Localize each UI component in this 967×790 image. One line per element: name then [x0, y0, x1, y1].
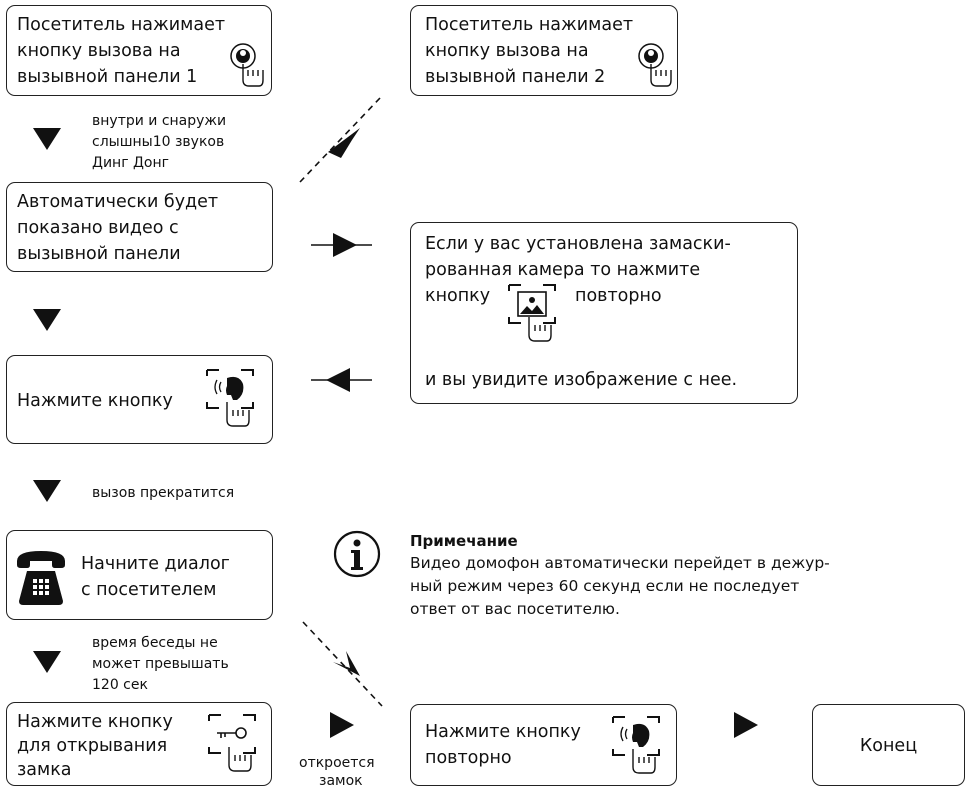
panel1-line1: Посетитель нажимает: [17, 15, 226, 35]
call-button-hand-icon: [638, 43, 672, 87]
auto-video-line2: показано видео с: [17, 218, 179, 238]
hidden-camera-line2: рованная камера то нажмите: [425, 260, 701, 280]
press-button-box: Нажмите кнопку: [6, 355, 273, 444]
step3-label-line3: 120 сек: [92, 677, 148, 693]
hidden-camera-button-prefix: кнопку: [425, 286, 491, 306]
talk-button-icon: [612, 716, 660, 774]
info-icon: [333, 530, 381, 578]
down-arrow-3: [33, 480, 61, 502]
telephone-icon: [17, 551, 65, 605]
panel1-line3: вызывной панели 1: [17, 67, 198, 87]
unlock-box: Нажмите кнопку для открывания замка: [6, 702, 272, 786]
hidden-camera-box: Если у вас установлена замаски- рованная…: [410, 222, 798, 404]
dialog-box: Начните диалог с посетителем: [6, 530, 273, 620]
auto-video-line3: вызывной панели: [17, 244, 181, 264]
dialog-line1: Начните диалог: [81, 554, 230, 574]
down-arrow-4: [33, 651, 61, 673]
panel1-line2: кнопку вызова на: [17, 41, 181, 61]
talk-button-icon: [206, 369, 254, 427]
press-button-label: Нажмите кнопку: [17, 391, 173, 411]
press-again-line2: повторно: [425, 748, 512, 768]
auto-video-line1: Автоматически будет: [17, 192, 219, 212]
unlock-line3: замка: [17, 760, 72, 780]
down-arrow-1: [33, 128, 61, 150]
hidden-camera-last-line: и вы увидите изображение с нее.: [425, 370, 738, 390]
panel2-line2: кнопку вызова на: [425, 41, 589, 61]
step2-label: вызов прекратится: [92, 485, 235, 501]
note-title: Примечание: [410, 532, 518, 550]
press-again-line1: Нажмите кнопку: [425, 722, 581, 742]
step1-label-line2: слышны10 звуков: [92, 134, 225, 150]
step1-label-line1: внутри и снаружи: [92, 113, 227, 129]
panel1-box: Посетитель нажимает кнопку вызова на выз…: [6, 5, 272, 96]
monitor-image-button-icon: [508, 284, 556, 342]
press-again-box: Нажмите кнопку повторно: [410, 704, 677, 786]
step1-label-line3: Динг Донг: [92, 155, 170, 171]
dashed-arrowhead-unlock: [333, 651, 360, 676]
unlock-line2: для открывания: [17, 736, 168, 756]
panel2-box: Посетитель нажимает кнопку вызова на выз…: [410, 5, 678, 96]
note-line1: Видео домофон автоматически перейдет в д…: [410, 554, 830, 572]
connector-to-camera-arrow: [333, 233, 357, 257]
end-box: Конец: [812, 704, 965, 786]
dashed-connector-unlock: [302, 621, 383, 707]
unlock-line1: Нажмите кнопку: [17, 712, 173, 732]
dialog-line2: с посетителем: [81, 580, 217, 600]
end-label: Конец: [859, 736, 918, 756]
auto-video-box: Автоматически будет показано видео с выз…: [6, 182, 273, 272]
step3-label-line1: время беседы не: [92, 635, 218, 651]
connector-from-camera-arrow: [326, 368, 350, 392]
hidden-camera-line1: Если у вас установлена замаски-: [425, 234, 731, 254]
right-arrow-1: [330, 712, 354, 738]
down-arrow-2: [33, 309, 61, 331]
key-button-icon: [208, 714, 256, 772]
note-line3: ответ от вас посетителю.: [410, 600, 620, 618]
unlock-label-line1: откроется: [299, 755, 375, 771]
dashed-arrowhead-panel2: [328, 128, 360, 158]
panel2-line3: вызывной панели 2: [425, 67, 606, 87]
step3-label-line2: может превышать: [92, 656, 229, 672]
panel2-line1: Посетитель нажимает: [425, 15, 634, 35]
right-arrow-2: [734, 712, 758, 738]
call-button-hand-icon: [230, 43, 264, 87]
note-line2: ный режим через 60 секунд если не послед…: [410, 577, 800, 595]
dashed-connector-panel2: [299, 97, 381, 183]
unlock-label-line2: замок: [319, 773, 363, 789]
hidden-camera-button-suffix: повторно: [575, 286, 662, 306]
